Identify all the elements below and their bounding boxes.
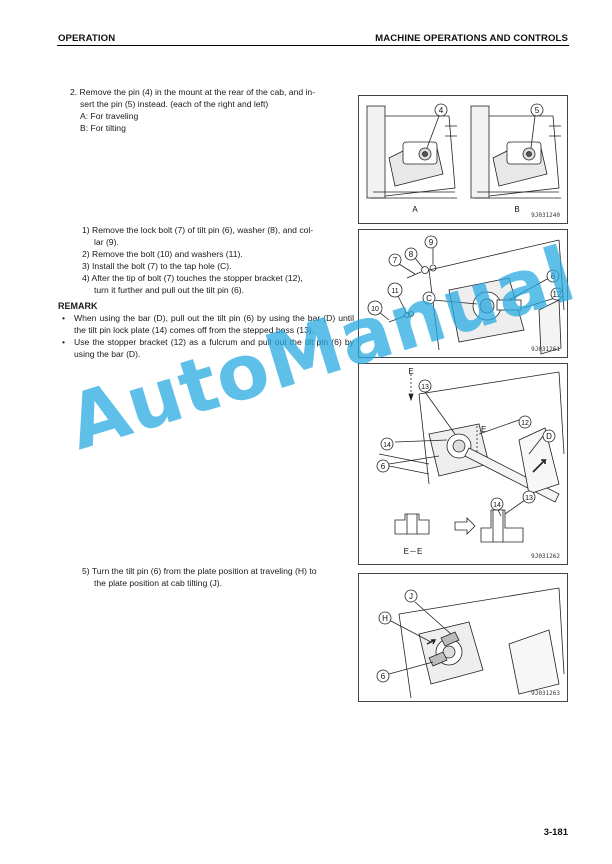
callout-12: 12 (553, 290, 562, 299)
callout-e-top: E (408, 367, 413, 376)
bullet-dot: • (62, 337, 66, 347)
substep-4-line-2: turn it further and pull out the tilt pi… (94, 285, 244, 295)
figure-cab-mount-pins-drawing: 4 5 A B (366, 103, 561, 214)
figure-cab-mount-pins: 4 5 A B 9J031240 (358, 95, 568, 224)
remark-bullet-1-text: When using the bar (D), pull out the til… (74, 313, 354, 335)
label-b: B (514, 205, 519, 214)
figure-code: 9J031261 (531, 346, 560, 353)
callout-13-section: 13 (525, 495, 533, 502)
figure-bar-pull-out-drawing: E E 13 12 D 14 6 14 13 E－E (376, 367, 565, 556)
callout-14: 14 (383, 442, 391, 449)
callout-6: 6 (551, 272, 556, 281)
figure-bar-pull-out: E E 13 12 D 14 6 14 13 E－E 9J031262 (358, 363, 568, 565)
substep-1-line-1: 1) Remove the lock bolt (7) of tilt pin … (82, 225, 314, 235)
callout-12: 12 (521, 420, 529, 427)
substep-1-line-2: lar (9). (94, 237, 119, 247)
callout-14-section: 14 (493, 502, 501, 509)
step-5-line-2: the plate position at cab tilting (J). (94, 578, 223, 588)
step-5-line-1: 5) Turn the tilt pin (6) from the plate … (82, 566, 317, 576)
step-2-item-a: A: For traveling (80, 111, 139, 121)
header-section-title: OPERATION (58, 33, 116, 44)
callout-c: C (426, 294, 432, 303)
callout-5: 5 (535, 106, 540, 115)
callout-13: 13 (421, 384, 429, 391)
label-a: A (412, 205, 418, 214)
bullet-dot: • (62, 313, 66, 323)
callout-e-mid: E (481, 425, 486, 434)
callout-10: 10 (371, 306, 379, 313)
substep-4-line-1: 4) After the tip of bolt (7) touches the… (82, 273, 303, 283)
header-rule (57, 45, 569, 46)
remark-title: REMARK (58, 301, 98, 311)
figure-code: 9J031240 (531, 212, 560, 219)
callout-d: D (546, 432, 552, 441)
remark-bullet-1: • When using the bar (D), pull out the ti… (58, 312, 354, 336)
callout-4: 4 (439, 106, 444, 115)
callout-6: 6 (381, 672, 386, 681)
figure-tilt-pin-bolts: 7 8 9 6 C 12 10 11 9J031261 (358, 229, 568, 358)
header-chapter-title: MACHINE OPERATIONS AND CONTROLS (375, 33, 568, 44)
callout-7: 7 (393, 256, 398, 265)
page-number: 3-181 (543, 827, 568, 838)
callout-8: 8 (409, 250, 414, 259)
callout-9: 9 (429, 238, 434, 247)
remark-bullet-2: • Use the stopper bracket (12) as a fulcr… (58, 336, 354, 360)
step-2-item-b: B: For tilting (80, 123, 126, 133)
figure-turn-tilt-pin-drawing: J H 6 (376, 587, 565, 699)
callout-6: 6 (381, 462, 386, 471)
substeps-text: 1) Remove the lock bolt (7) of tilt pin … (82, 224, 352, 296)
callout-h: H (382, 614, 388, 623)
substep-2: 2) Remove the bolt (10) and washers (11)… (82, 249, 243, 259)
step-2-line-2: sert the pin (5) instead. (each of the r… (80, 99, 269, 109)
section-label: E－E (404, 547, 423, 556)
callout-j: J (409, 592, 413, 601)
step-2-text: 2. Remove the pin (4) in the mount at th… (70, 86, 352, 134)
step-5-text: 5) Turn the tilt pin (6) from the plate … (82, 565, 354, 589)
figure-tilt-pin-bolts-drawing: 7 8 9 6 C 12 10 11 (367, 235, 565, 355)
substep-3: 3) Install the bolt (7) to the tap hole … (82, 261, 232, 271)
callout-11: 11 (391, 288, 398, 295)
figure-code: 9J031263 (531, 690, 560, 697)
remark-bullet-2-text: Use the stopper bracket (12) as a fulcru… (74, 337, 354, 359)
remark-block: REMARK • When using the bar (D), pull out… (58, 300, 354, 360)
figure-code: 9J031262 (531, 553, 560, 560)
figure-turn-tilt-pin: J H 6 9J031263 (358, 573, 568, 702)
step-2-line-1: 2. Remove the pin (4) in the mount at th… (70, 87, 316, 97)
